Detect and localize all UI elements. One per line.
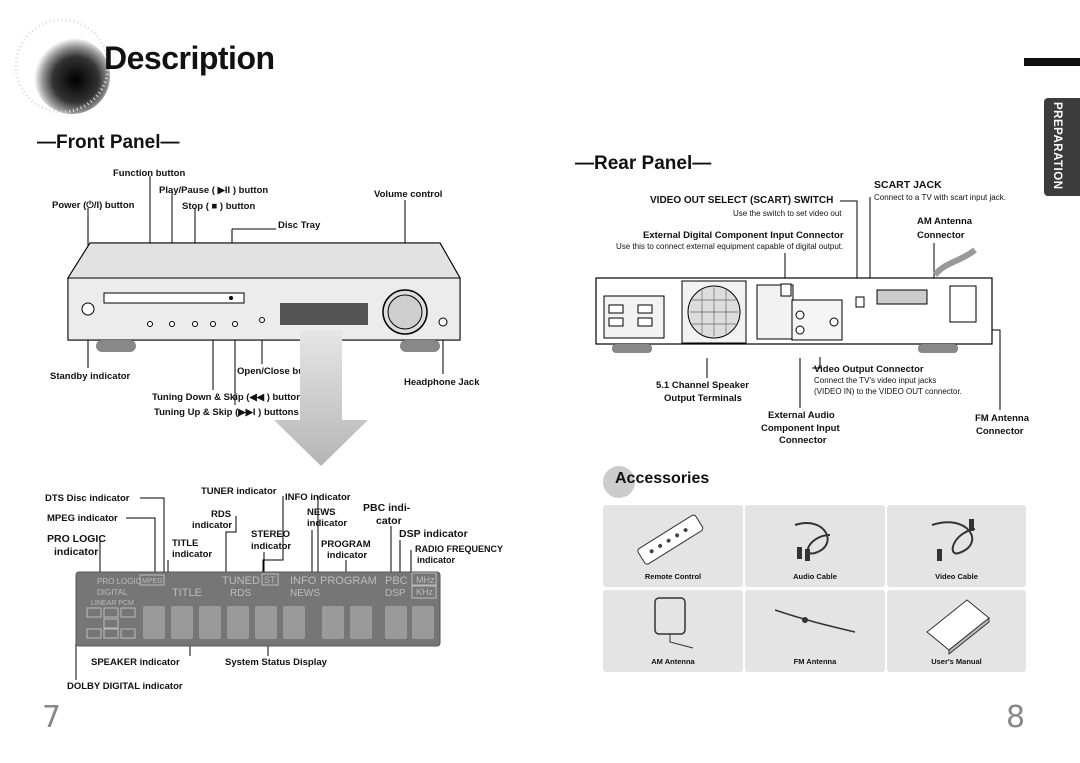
svg-text:PRO LOGIC: PRO LOGIC — [97, 577, 142, 586]
accessory-am-antenna: AM Antenna — [603, 590, 743, 672]
page-number-right: 8 — [1006, 700, 1026, 735]
label-headphone: Headphone Jack — [404, 377, 480, 388]
label-am-antenna: AM Antenna — [917, 216, 973, 227]
section-tab: PREPARATION — [1044, 98, 1080, 196]
accessory-audio-cable: Audio Cable — [745, 505, 885, 587]
accessories-heading: Accessories — [615, 470, 710, 487]
svg-text:INFO: INFO — [290, 575, 317, 587]
label-speaker51: 5.1 Channel Speaker — [656, 380, 749, 391]
header-rule — [1024, 58, 1080, 66]
label-system: System Status Display — [225, 657, 327, 668]
label-radio: RADIO FREQUENCY — [415, 544, 504, 554]
svg-text:KHz: KHz — [416, 587, 434, 597]
label-video-select: VIDEO OUT SELECT (SCART) SWITCH — [650, 195, 834, 206]
label-video-select-desc: Use the switch to set video out — [733, 209, 842, 218]
front-panel-heading: —Front Panel— — [37, 132, 180, 153]
svg-text:NEWS: NEWS — [290, 588, 320, 599]
label-openclose: Open/Close button — [237, 366, 322, 377]
label-program-2: indicator — [327, 550, 368, 561]
label-standby: Standby indicator — [50, 371, 131, 382]
label-news: NEWS — [307, 507, 336, 518]
label-stereo: STEREO — [251, 529, 291, 540]
svg-text:PROGRAM: PROGRAM — [320, 575, 377, 587]
label-video-out-desc2: (VIDEO IN) to the VIDEO OUT connector. — [814, 387, 962, 396]
svg-text:MPEG: MPEG — [142, 578, 163, 585]
label-speaker: SPEAKER indicator — [91, 657, 180, 668]
label-ext-audio-3: Connector — [779, 435, 827, 446]
accessory-fm-antenna: FM Antenna — [745, 590, 885, 672]
label-prologic-2: indicator — [54, 546, 99, 558]
label-ext-digital: External Digital Component Input Connect… — [643, 230, 844, 241]
label-program: PROGRAM — [321, 539, 371, 550]
label-power: Power (⏻/I) button — [52, 200, 135, 211]
accessories-badge — [603, 466, 635, 498]
label-tune-up: Tuning Up & Skip (▶▶I ) buttons — [154, 407, 299, 418]
svg-text:RDS: RDS — [230, 588, 251, 599]
label-video-out-desc1: Connect the TV's video input jacks — [814, 376, 937, 385]
svg-text:ST: ST — [264, 575, 276, 585]
header-disc-graphic — [14, 18, 110, 114]
label-play: Play/Pause ( ▶II ) button — [159, 185, 269, 196]
label-rds-2: indicator — [192, 520, 233, 531]
label-disc-tray: Disc Tray — [278, 220, 321, 231]
label-scart: SCART JACK — [874, 179, 942, 191]
label-speaker51-2: Output Terminals — [664, 393, 742, 404]
accessory-video-cable: Video Cable — [887, 505, 1026, 587]
label-tuner: TUNER indicator — [201, 486, 277, 497]
label-news-2: indicator — [307, 518, 348, 529]
label-prologic: PRO LOGIC — [47, 533, 106, 545]
label-ext-digital-desc: Use this to connect external equipment c… — [616, 242, 844, 251]
label-volume: Volume control — [374, 189, 443, 200]
svg-text:PBC: PBC — [385, 575, 408, 587]
svg-text:DSP: DSP — [385, 588, 406, 599]
svg-text:TUNED: TUNED — [222, 575, 260, 587]
label-tune-down: Tuning Down & Skip (◀◀ ) buttons — [152, 392, 308, 403]
label-title: TITLE — [172, 538, 199, 549]
label-fm: FM Antenna — [975, 413, 1030, 424]
label-mpeg: MPEG indicator — [47, 513, 118, 524]
label-stereo-2: indicator — [251, 541, 292, 552]
rear-panel-heading: —Rear Panel— — [575, 153, 712, 174]
label-pbc-2: cator — [376, 515, 402, 527]
label-scart-desc: Connect to a TV with scart input jack. — [874, 193, 1006, 202]
label-stop: Stop ( ■ ) button — [182, 201, 256, 212]
svg-text:TITLE: TITLE — [172, 587, 202, 599]
label-title-2: indicator — [172, 549, 213, 560]
label-pbc: PBC indi- — [363, 502, 411, 514]
label-ext-audio-2: Component Input — [761, 423, 840, 434]
label-dts: DTS Disc indicator — [45, 493, 130, 504]
label-ext-audio: External Audio — [768, 410, 835, 421]
label-am-antenna-2: Connector — [917, 230, 965, 241]
page-number-left: 7 — [42, 700, 62, 735]
label-rds: RDS — [211, 509, 232, 520]
label-video-out: Video Output Connector — [814, 364, 924, 375]
svg-text:MHz: MHz — [416, 575, 435, 585]
page-title: Description — [104, 40, 275, 76]
label-dolby: DOLBY DIGITAL indicator — [67, 681, 183, 692]
label-function: Function button — [113, 168, 186, 179]
svg-text:DIGITAL: DIGITAL — [97, 588, 128, 597]
accessory-manual: User's Manual — [887, 590, 1026, 672]
svg-text:LINEAR PCM: LINEAR PCM — [91, 600, 134, 607]
accessory-remote: Remote Control — [603, 505, 743, 587]
label-fm-2: Connector — [976, 426, 1024, 437]
label-dsp: DSP indicator — [399, 528, 468, 540]
label-radio-2: indicator — [417, 555, 456, 565]
